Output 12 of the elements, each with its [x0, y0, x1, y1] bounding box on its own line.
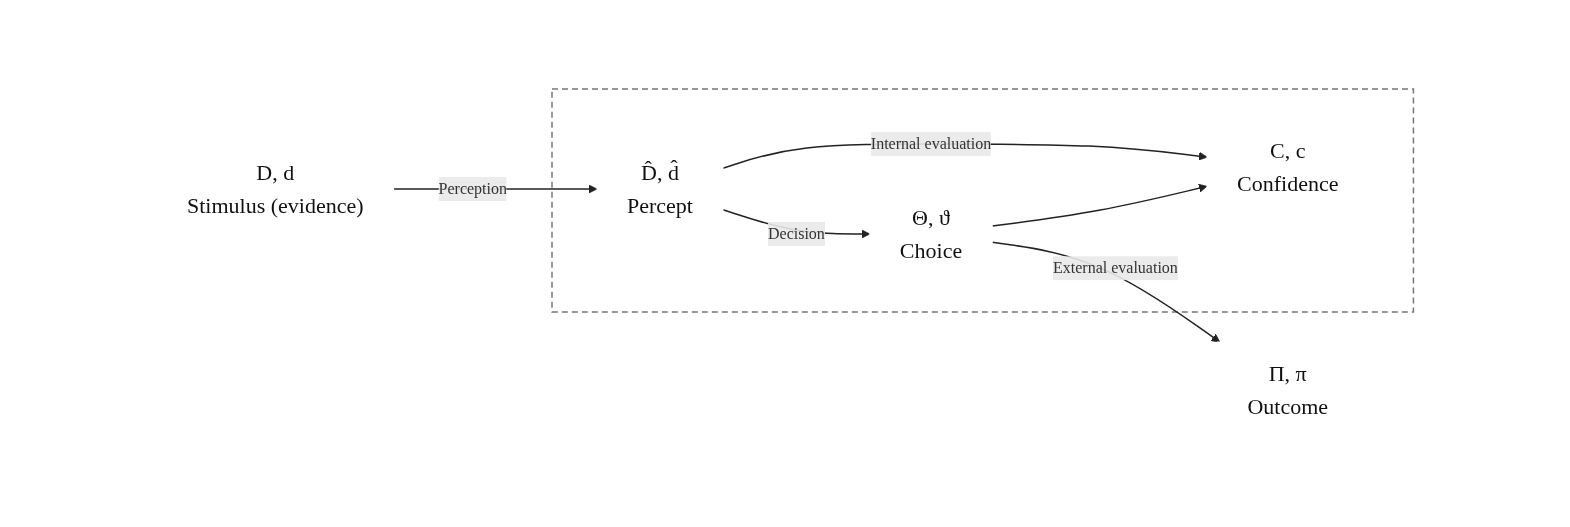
node-text: C, c Confidence	[1236, 138, 1339, 196]
arrow	[991, 183, 1208, 227]
node-text: D, d Stimulus (evidence)	[186, 160, 364, 218]
node-text: Θ, ϑ Choice	[899, 205, 962, 263]
edge-label: Internal evaluation	[870, 135, 991, 152]
cluster	[551, 88, 1414, 313]
edge-label: External evaluation	[1052, 259, 1178, 277]
arrow	[991, 241, 1220, 343]
edge-label: Perception	[438, 180, 507, 197]
edge-label: Decision	[767, 225, 825, 242]
node-text: Π, π Outcome	[1247, 361, 1328, 419]
node-text: D̂, d̂ Percept	[626, 160, 693, 218]
